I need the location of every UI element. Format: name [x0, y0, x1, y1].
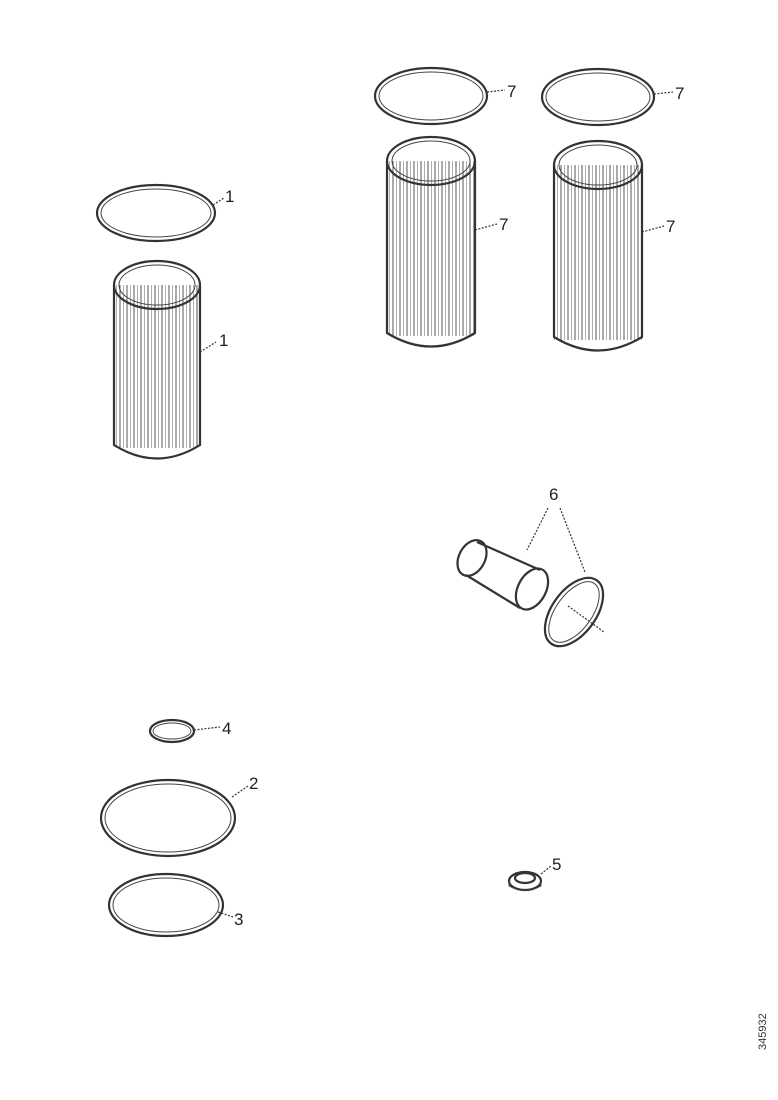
filter-element-7-b [552, 139, 644, 352]
insert-cylinder-6 [456, 539, 550, 611]
callout-7-seal-a: 7 [507, 82, 516, 101]
leader-6-ring [559, 507, 586, 573]
leader-5 [540, 865, 552, 875]
seal-ring-7-a [373, 66, 489, 126]
leader-7-seal-b [653, 91, 674, 95]
leader-6-cylinder [526, 507, 549, 551]
leader-3 [217, 911, 234, 918]
insert-ring-6 [543, 576, 605, 648]
seal-ring-7-b [540, 67, 656, 127]
leader-1-seal [212, 197, 225, 206]
leader-7-element-a [474, 223, 498, 231]
filter-left-element [112, 259, 202, 460]
drawing-number: 345932 [757, 1013, 769, 1050]
callout-3: 3 [234, 910, 243, 929]
filter-left-seal-ring [95, 183, 217, 243]
callout-7-element-a: 7 [499, 215, 508, 234]
callout-5: 5 [552, 855, 561, 874]
filter-element-7-a [385, 135, 477, 348]
o-ring-3 [107, 872, 225, 938]
o-ring-2 [99, 778, 237, 858]
leader-2 [231, 785, 249, 798]
leader-1-element [199, 341, 217, 353]
callout-4: 4 [222, 719, 231, 738]
callout-1-seal: 1 [225, 187, 234, 206]
plug-5 [507, 870, 543, 892]
leader-4 [193, 726, 221, 731]
callout-7-element-b: 7 [666, 217, 675, 236]
callout-1-element: 1 [219, 331, 228, 350]
callout-2: 2 [249, 774, 258, 793]
callout-7-seal-b: 7 [675, 84, 684, 103]
callout-6: 6 [549, 485, 558, 504]
leader-7-element-b [641, 225, 665, 233]
o-ring-4 [148, 718, 196, 744]
leader-7-seal-a [486, 89, 506, 93]
